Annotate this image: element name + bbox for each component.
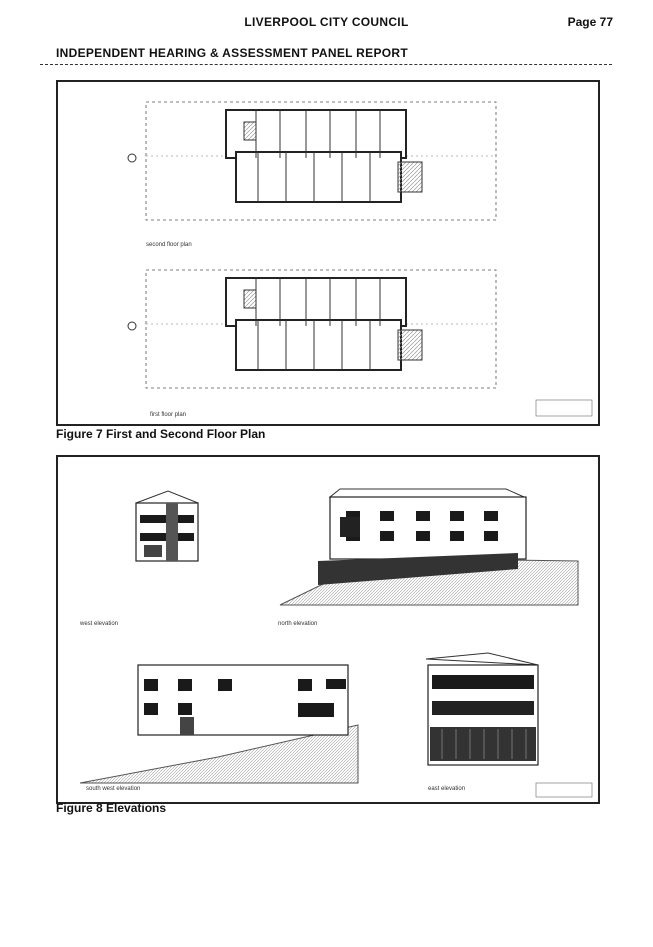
floor-plan-figure: second floor plan first floor plan [56,80,600,426]
header-divider [40,64,612,65]
elevations-figure: west elevation north elevation [56,455,600,804]
elevations-drawing: west elevation north elevation [79,488,593,798]
floor-plan-drawing: second floor plan first floor plan [127,101,593,418]
second-floor-plan: second floor plan [127,101,497,248]
figure-7-caption: Figure 7 First and Second Floor Plan [56,427,266,441]
page-number: Page 77 [567,15,613,29]
south-west-elevation-label: south west elevation [86,786,140,792]
west-elevation: west elevation [79,490,199,627]
west-elevation-label: west elevation [79,621,118,627]
report-title: INDEPENDENT HEARING & ASSESSMENT PANEL R… [56,46,408,60]
second-floor-plan-label: second floor plan [146,242,192,248]
north-elevation-label: north elevation [278,621,317,627]
council-name: LIVERPOOL CITY COUNCIL [244,15,409,29]
south-west-elevation: south west elevation [79,664,359,792]
first-floor-plan-label: first floor plan [150,412,186,418]
figure-8-caption: Figure 8 Elevations [56,801,167,815]
east-elevation-label: east elevation [428,786,465,792]
north-elevation: north elevation [278,488,579,627]
title-block [535,399,593,417]
east-elevation: east elevation [425,652,539,792]
first-floor-plan: first floor plan [127,269,497,418]
title-block-2 [535,782,593,798]
